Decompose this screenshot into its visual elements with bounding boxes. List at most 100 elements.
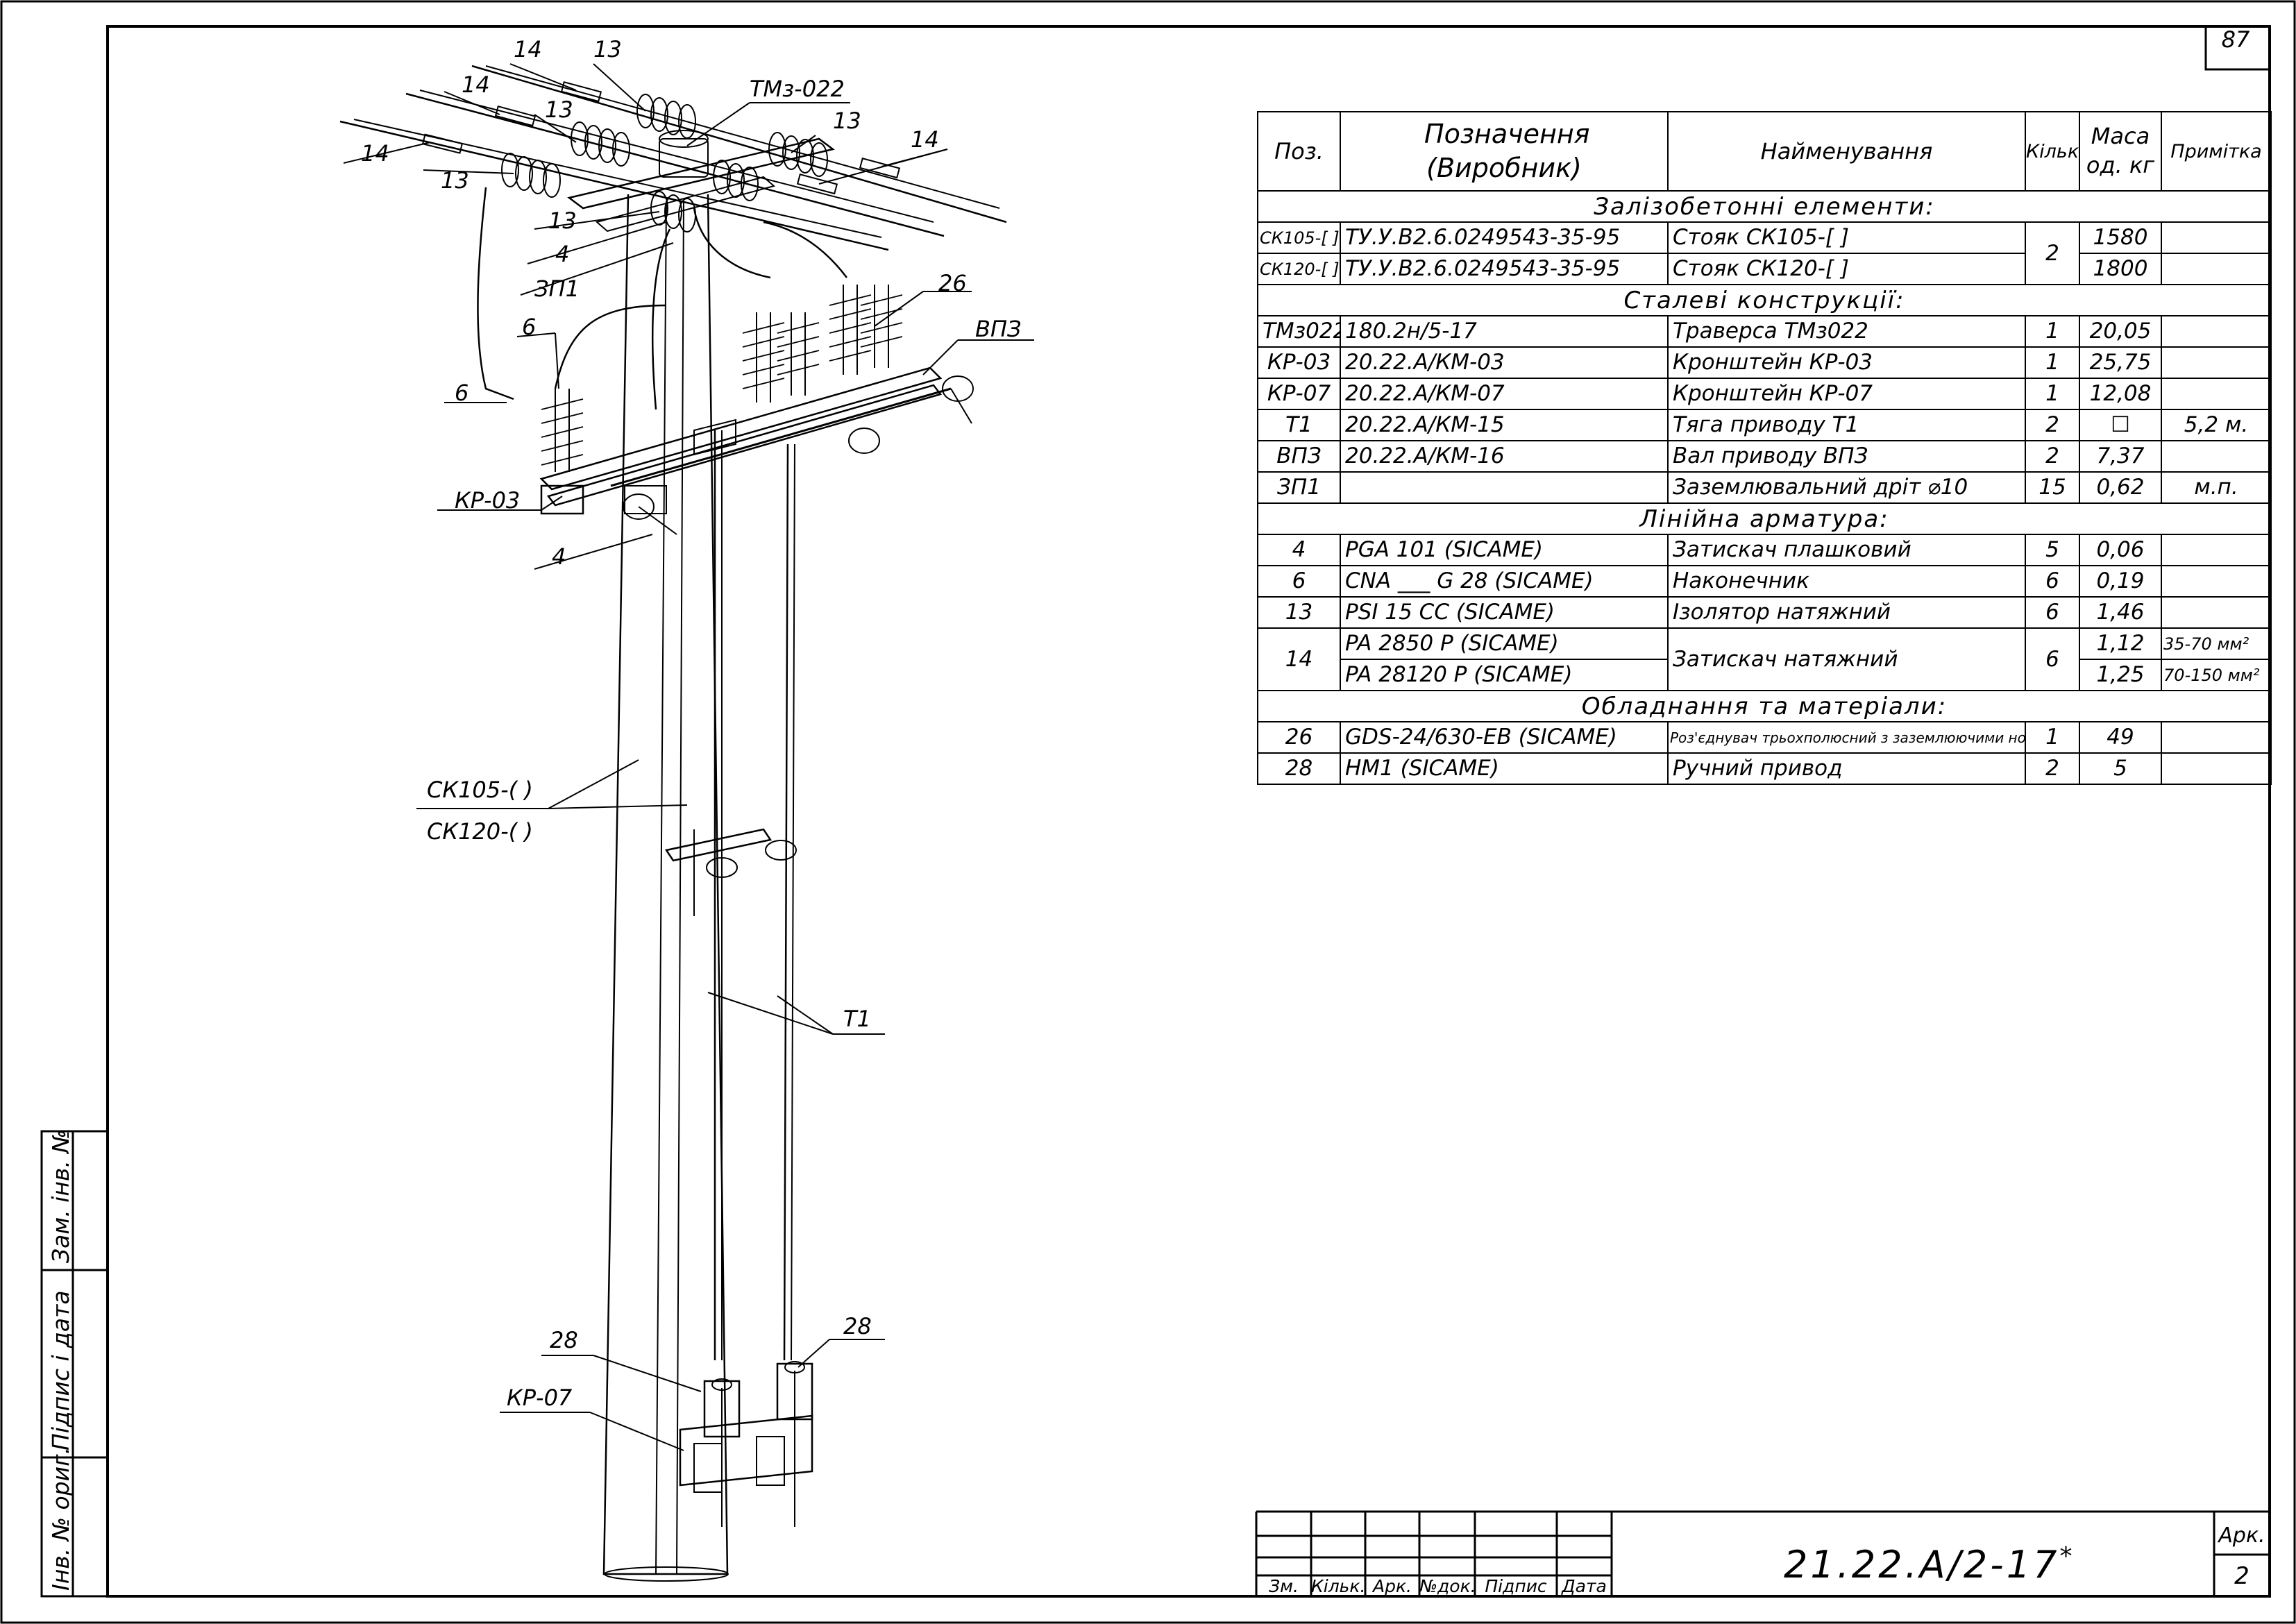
cell-designation: CNA ___ G 28 (SICAME): [1340, 565, 1669, 598]
callout-drive-shaft: ВПЗ: [975, 316, 1022, 342]
cell-qty: 2: [2025, 221, 2080, 285]
cell-mass: 25,75: [2079, 346, 2162, 379]
cell-designation: HM1 (SICAME): [1340, 752, 1669, 785]
cell-name: Наконечник: [1667, 565, 2026, 598]
table-row: 13 PSI 15 CC (SICAME) Ізолятор натяжний …: [1257, 596, 2272, 629]
title-block-lines: [1255, 1510, 2270, 1596]
stamp-signature-date: Підпис і дата: [47, 1290, 74, 1450]
table-header: Поз. Позначення (Виробник) Найменування …: [1257, 111, 2272, 192]
callout-26: 26: [938, 270, 967, 296]
cell-note: [2161, 315, 2272, 348]
table-row: ТМз022 180.2н/5-17 Траверса ТМз022 1 20,…: [1257, 315, 2272, 348]
cell-designation: PGA 101 (SICAME): [1340, 534, 1669, 566]
cell-qty: 1: [2025, 346, 2080, 379]
cell-mass: 5: [2079, 752, 2162, 785]
cell-pos: 6: [1257, 565, 1341, 598]
cell-name: Затискач натяжний: [1667, 627, 2026, 691]
cell-name: Ізолятор натяжний: [1667, 596, 2026, 629]
cell-designation: PA 2850 P (SICAME): [1340, 627, 1669, 660]
section-title: Обладнання та матеріали:: [1257, 690, 2272, 722]
callout-bracket-kr03: КР-03: [455, 487, 521, 514]
cell-mass: ☐: [2079, 409, 2162, 441]
stamp-replaces-inv: Зам. інв. №: [47, 1129, 74, 1263]
cell-designation: 20.22.А/КМ-15: [1340, 409, 1669, 441]
cell-qty: 6: [2025, 596, 2080, 629]
cell-mass: 1,46: [2079, 596, 2162, 629]
callout-drive-rod: Т1: [843, 1006, 871, 1032]
title-col-qty: Кільк.: [1311, 1576, 1366, 1596]
section-row: Лінійна арматура:: [1257, 502, 2272, 535]
pole-assembly-drawing: [339, 65, 1007, 1582]
callout-6: 6: [455, 380, 469, 406]
title-col-change: Зм.: [1269, 1576, 1299, 1596]
specification-table: Поз. Позначення (Виробник) Найменування …: [1257, 111, 2272, 785]
cell-note: [2161, 440, 2272, 473]
table-row: СК120-[ ] ТУ.У.В2.6.0249543-35-95 Стояк …: [1257, 253, 2272, 285]
table-row: СК105-[ ] ТУ.У.В2.6.0249543-35-95 Стояк …: [1257, 221, 2272, 285]
cell-qty: 15: [2025, 471, 2080, 504]
section-row: Сталеві конструкції:: [1257, 284, 2272, 316]
header-name: Найменування: [1667, 111, 2026, 192]
stamp-original-inv: Інв. № ориг.: [47, 1447, 74, 1591]
cell-name: Стояк СК120-[ ]: [1667, 253, 2026, 285]
callout-pole-sk105: СК105-( ): [427, 777, 533, 803]
cell-qty: 6: [2025, 627, 2080, 691]
table-row: ЗП1 Заземлювальний дріт ⌀10 15 0,62 м.п.: [1257, 471, 2272, 504]
cell-mass: 0,19: [2079, 565, 2162, 598]
cell-qty: 6: [2025, 565, 2080, 598]
side-stamp: [40, 1130, 109, 1598]
callout-14: 14: [911, 126, 939, 153]
header-pos: Поз.: [1257, 111, 1341, 192]
cell-qty: 2: [2025, 409, 2080, 441]
callout-pole-sk120: СК120-( ): [427, 818, 533, 845]
section-title: Залізобетонні елементи:: [1257, 190, 2272, 223]
cell-note: [2161, 221, 2272, 254]
cell-name: Тяга приводу Т1: [1667, 409, 2026, 441]
callout-28: 28: [843, 1313, 872, 1339]
cell-designation: PA 28120 P (SICAME): [1340, 659, 1669, 691]
cell-designation: ТУ.У.В2.6.0249543-35-95: [1340, 253, 1669, 285]
callout-13: 13: [548, 208, 577, 234]
cell-pos: 28: [1257, 752, 1341, 785]
callout-4: 4: [552, 543, 566, 570]
cell-designation: 20.22.А/КМ-16: [1340, 440, 1669, 473]
cell-designation: 20.22.А/КМ-07: [1340, 378, 1669, 410]
callout-crossarm: ТМз-022: [750, 76, 845, 102]
cell-name: Затискач плашковий: [1667, 534, 2026, 566]
drawing-frame: [106, 25, 2271, 1598]
cell-qty: 2: [2025, 752, 2080, 785]
header-designation: Позначення (Виробник): [1340, 111, 1669, 192]
callout-14: 14: [361, 140, 389, 167]
cell-note: [2161, 378, 2272, 410]
callout-14: 14: [514, 36, 542, 62]
header-mass: Маса од. кг: [2079, 111, 2162, 192]
callout-bracket-kr07: КР-07: [507, 1385, 573, 1411]
cell-qty: 1: [2025, 315, 2080, 348]
title-sheet-label: Арк.: [2218, 1523, 2265, 1548]
cell-note: 5,2 м.: [2161, 409, 2272, 441]
header-qty: Кільк.: [2025, 111, 2080, 192]
header-note: Примітка: [2161, 111, 2272, 192]
cell-note: [2161, 253, 2272, 285]
section-row: Залізобетонні елементи:: [1257, 190, 2272, 223]
cell-mass: 20,05: [2079, 315, 2162, 348]
cell-mass: 0,06: [2079, 534, 2162, 566]
table-row: 28 HM1 (SICAME) Ручний привод 2 5: [1257, 752, 2272, 785]
cell-mass: 1800: [2079, 253, 2162, 285]
cell-qty: 1: [2025, 721, 2080, 754]
callout-4: 4: [555, 241, 570, 267]
leader-lines: [343, 63, 1034, 1451]
cell-mass: 12,08: [2079, 378, 2162, 410]
table-row: Т1 20.22.А/КМ-15 Тяга приводу Т1 2 ☐ 5,2…: [1257, 409, 2272, 441]
cell-designation: ТУ.У.В2.6.0249543-35-95: [1340, 221, 1669, 254]
cell-designation: GDS-24/630-EB (SICAME): [1340, 721, 1669, 754]
title-sheet-value: 2: [2234, 1562, 2249, 1590]
callout-6: 6: [522, 314, 537, 340]
cell-mass: 1,12: [2079, 627, 2162, 660]
section-title: Сталеві конструкції:: [1257, 284, 2272, 316]
cell-name: Вал приводу ВПЗ: [1667, 440, 2026, 473]
callout-13: 13: [441, 167, 469, 194]
callout-28: 28: [550, 1327, 578, 1353]
cell-pos: 13: [1257, 596, 1341, 629]
